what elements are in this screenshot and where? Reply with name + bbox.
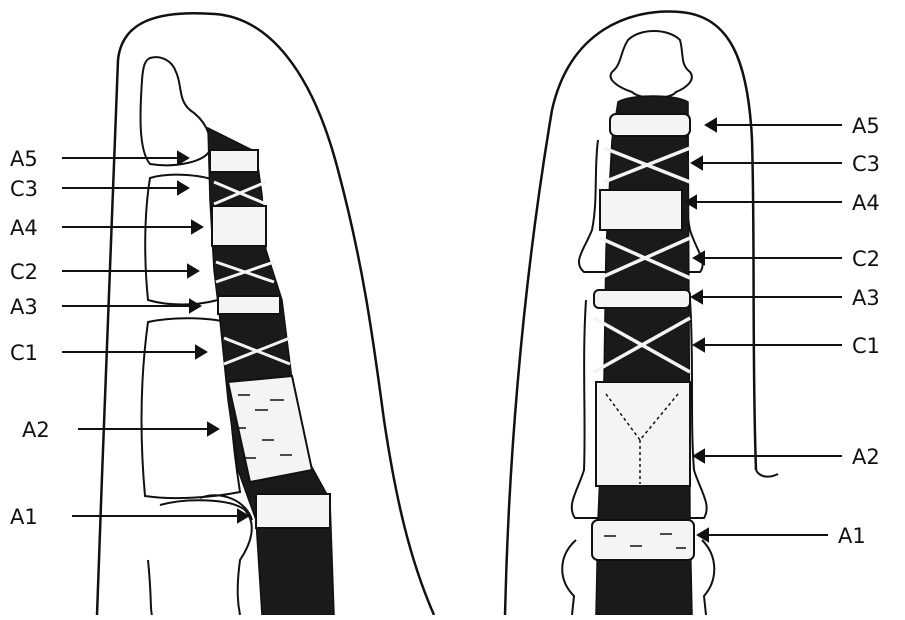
label-lateral-c2: C2	[10, 260, 38, 284]
arrow-lateral-a1	[72, 510, 248, 522]
label-palmar-a1: A1	[838, 524, 866, 548]
arrow-palmar-a4	[686, 196, 842, 208]
arrow-palmar-c2	[694, 252, 842, 264]
arrow-palmar-a2	[694, 450, 842, 462]
label-palmar-a5: A5	[852, 114, 880, 138]
label-palmar-a2: A2	[852, 445, 880, 469]
arrow-palmar-a3	[692, 291, 842, 303]
label-palmar-c3: C3	[852, 152, 880, 176]
label-lateral-a5: A5	[10, 147, 38, 171]
palmar-pulley-a1	[592, 520, 694, 560]
palmar-distal-phalanx	[611, 31, 692, 98]
label-lateral-a2: A2	[22, 418, 50, 442]
label-palmar-c2: C2	[852, 247, 880, 271]
palmar-view: A5 C3 A4 C2 A3 C1 A2 A1	[505, 12, 880, 615]
arrow-palmar-c3	[692, 157, 842, 169]
lateral-distal-phalanx	[140, 57, 210, 165]
label-lateral-a3: A3	[10, 295, 38, 319]
lateral-metacarpal-head	[148, 500, 252, 615]
palmar-finger-outline-edge	[756, 470, 778, 477]
lateral-view: A5 C3 A4 C2 A3 C1 A2 A1	[10, 13, 434, 615]
label-lateral-a1: A1	[10, 505, 38, 529]
lateral-pulley-a1	[256, 494, 330, 528]
lateral-pulley-a5	[210, 150, 258, 172]
label-palmar-a4: A4	[852, 191, 880, 215]
label-palmar-c1: C1	[852, 334, 880, 358]
palmar-pulley-a3	[594, 290, 690, 308]
arrow-palmar-a1	[698, 529, 828, 541]
palmar-pulley-a5	[610, 114, 690, 136]
palmar-pulley-a2	[596, 382, 690, 486]
label-lateral-c3: C3	[10, 177, 38, 201]
lateral-pulley-a3	[218, 296, 280, 314]
palmar-pulley-a4	[600, 190, 682, 230]
arrow-palmar-a5	[706, 119, 842, 131]
label-palmar-a3: A3	[852, 286, 880, 310]
arrow-palmar-c1	[694, 339, 842, 351]
label-lateral-c1: C1	[10, 341, 38, 365]
lateral-flexor-tendon-sheath	[208, 128, 334, 615]
lateral-pulley-a4	[212, 206, 266, 246]
lateral-middle-phalanx	[145, 175, 218, 305]
label-lateral-a4: A4	[10, 216, 38, 240]
